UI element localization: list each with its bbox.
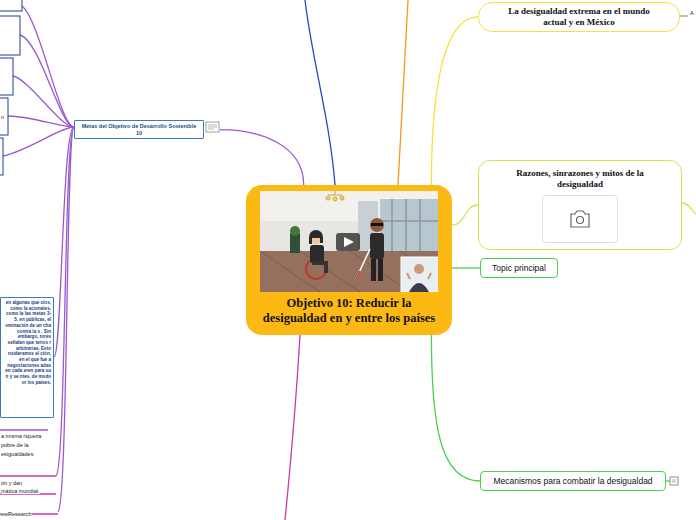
subtopic-box: La desigualdad extrema en el mundo actua… [478,2,680,32]
cut-off-text: n [1,114,4,120]
branch-connector [452,267,480,268]
branch-line [666,480,670,481]
branch-line [58,127,74,512]
branch-line [305,0,335,185]
topic-box [0,16,20,55]
branch-line [13,76,74,127]
cut-off-text: ewResearch [1,511,32,517]
subtopic-box: Topic principal [480,258,558,278]
cut-off-text: esigualdades [1,451,33,457]
node-text: en algunas que cios, como la acionales, … [3,300,51,386]
subtopic-box: Mecanismos para combatir la desigualdad [480,471,666,491]
node-text: Topic principal [487,263,551,273]
topic-box [0,0,22,11]
branch-line [398,0,408,185]
topic-box [0,58,13,95]
note-icon [206,122,219,132]
cut-off-text: ón y dan [1,480,22,486]
cut-off-text: A [690,10,694,16]
node-text: Metas del Objetivo de Desarrollo Sosteni… [78,123,200,136]
branch-line [0,429,48,430]
branch-line [0,476,58,514]
cut-off-text: a misma riqueza [1,433,41,439]
topic-box [0,98,8,135]
central-topic: Objetivo 10: Reducir la desigualdad en y… [246,185,452,335]
node-text: Razones, sinrazones y mitos de la desigu… [499,168,661,190]
branch-line [3,127,74,156]
cut-off-text: mática mundial. [1,488,40,494]
branch-line [20,35,74,127]
branch-connector [431,335,480,481]
topic-box [0,138,3,175]
branch-connector [431,17,478,185]
subtopic-box: Metas del Objetivo de Desarrollo Sosteni… [74,120,204,139]
branch-line [682,203,696,214]
cut-off-text: pobre de la [1,442,29,448]
branch-line [680,15,688,16]
node-text: La desigualdad extrema en el mundo actua… [499,6,659,28]
video-thumbnail [260,191,438,292]
image-placeholder [542,195,618,243]
branch-connector [220,130,304,185]
node-text: Objetivo 10: Reducir la desigualdad en y… [256,296,442,326]
note-box: en algunas que cios, como la acionales, … [0,297,54,418]
note-icon [670,477,678,485]
branch-line [285,335,300,520]
subtopic-box: Razones, sinrazones y mitos de la desigu… [478,160,682,250]
branch-line [8,116,74,127]
node-text: Mecanismos para combatir la desigualdad [487,476,659,486]
branch-connector [452,205,478,225]
branch-line [22,6,74,127]
